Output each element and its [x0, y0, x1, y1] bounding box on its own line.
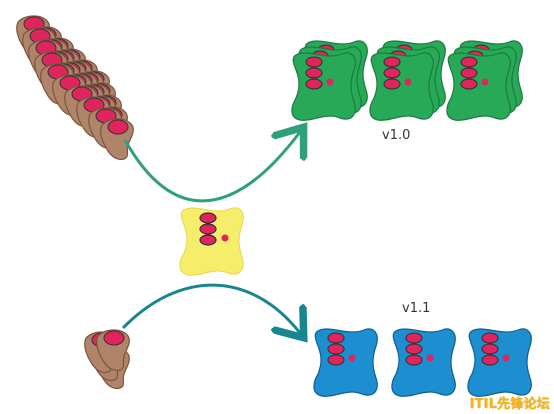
container-stack-large: [16, 15, 134, 161]
arrow-to-v10: [123, 132, 300, 203]
container-stack-small: [84, 329, 130, 390]
pod-icon: [446, 52, 511, 121]
pod-icon: [291, 52, 356, 121]
pod-icon: [369, 52, 434, 121]
version-label-v11: v1.1: [402, 301, 430, 316]
pod-icon: [313, 328, 378, 397]
watermark: ITIL先锋论坛: [469, 397, 550, 412]
container-icon: [100, 118, 134, 161]
pod-group-v11: [313, 328, 532, 397]
pod-icon: [391, 328, 456, 397]
version-label-v10: v1.0: [382, 128, 410, 143]
container-icon: [96, 329, 130, 372]
pod-replicaset: [291, 40, 368, 121]
arrow-to-v11: [121, 283, 300, 333]
pod-replicaset: [446, 40, 523, 121]
pod-replicaset: [369, 40, 446, 121]
pod-group-v10: [291, 40, 523, 121]
new-pod-template: [179, 207, 244, 276]
pod-icon: [467, 328, 532, 397]
